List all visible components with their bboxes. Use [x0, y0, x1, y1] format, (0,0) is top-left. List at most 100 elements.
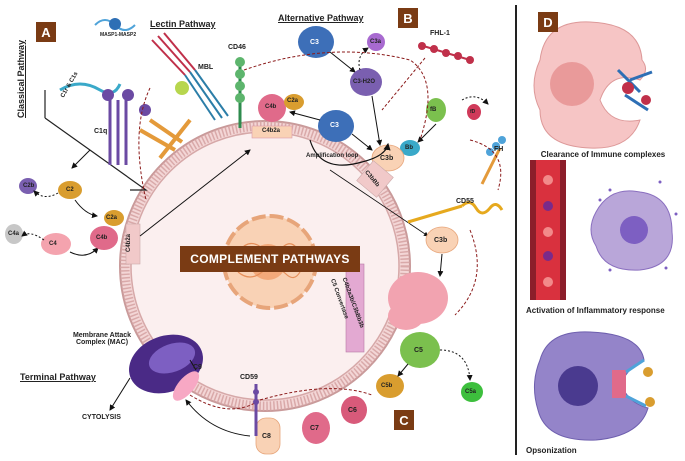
cd46-label: CD46: [228, 44, 246, 51]
c2a-top-molecule: [284, 94, 304, 110]
arrow-c3-to-c3h2o: [329, 51, 356, 73]
c4b-top-molecule: [258, 94, 286, 122]
arrow-to-mac: [185, 399, 251, 437]
fd-label: fD: [470, 109, 476, 115]
c5a-molecule: [461, 382, 483, 402]
terminal-pathway-title: Terminal Pathway: [20, 372, 96, 382]
mac-label: Membrane Attack Complex (MAC): [72, 332, 132, 346]
masp-label: MASP1-MASP2: [100, 32, 137, 38]
c5b-molecule: [376, 374, 404, 398]
arrow-c3b-to-c5conv: [437, 253, 444, 277]
fd-molecule: [467, 104, 481, 120]
badge-a: A: [36, 22, 56, 42]
c6-label: C6: [348, 407, 357, 414]
c1q-label: C1q: [94, 128, 108, 135]
arrow-fb-to-bb: [417, 123, 437, 143]
c2a-label: C2a: [106, 215, 118, 221]
arrow-c4-to-c4b: [69, 247, 99, 256]
mbl-molecule: [151, 32, 229, 121]
fhl1-label: FHL-1: [430, 30, 450, 37]
c4b-molecule: [90, 226, 118, 250]
amplification-loop-label: Amplification loop: [306, 153, 359, 159]
outcome-inflammation: Activation of Inflammatory response: [526, 306, 665, 315]
c4b2a-top-label: C4b2a: [262, 128, 281, 134]
c3h2o-label: C3-H2O: [353, 79, 376, 85]
c5b-label: C5b: [381, 383, 393, 389]
c3b-label: C3b: [380, 155, 394, 162]
c4-molecule: [41, 233, 71, 255]
mac-complex: [129, 334, 203, 401]
c3-mid-label: C3: [330, 122, 339, 129]
masp-molecule: [94, 18, 136, 31]
cd55-molecule: [407, 201, 504, 224]
c4b-label: C4b: [96, 235, 108, 241]
c9-label: C9: [193, 364, 202, 371]
inhibit-fhl1: [381, 57, 426, 111]
badge-b: B: [398, 8, 418, 28]
c2a-top-label: C2a: [287, 98, 299, 104]
badge-c: C: [394, 410, 414, 430]
cd59-molecule: [253, 384, 259, 436]
inflammation-cell: [590, 180, 678, 272]
amplification-loop: [309, 139, 391, 166]
arrow-to-c3b-right: [329, 169, 429, 237]
c2-molecule: [58, 181, 82, 199]
c1-complex: [59, 82, 192, 165]
c5a-label: C5a: [465, 389, 477, 395]
arrow-c4-to-c4a: [21, 230, 45, 241]
c3-top-label: C3: [310, 39, 319, 46]
c4b-top-label: C4b: [265, 104, 277, 110]
bb-molecule: [400, 140, 420, 156]
arrow-fd: [461, 96, 489, 105]
cytolysis-label: CYTOLYSIS: [82, 414, 121, 421]
arrow-c9: [189, 359, 197, 371]
c6-molecule: [341, 396, 367, 424]
badge-d: D: [538, 12, 558, 32]
inhibition-arc-top: [243, 51, 429, 141]
c4-label: C4: [49, 241, 57, 247]
bb-label: Bb: [405, 145, 413, 151]
fhl1-molecule: [418, 42, 474, 64]
cd46-molecule: [235, 57, 245, 128]
c3b-right-label: C3b: [434, 237, 448, 244]
c7-label: C7: [310, 425, 319, 432]
c2b-label: C2b: [23, 183, 35, 189]
opsonization-cell: [534, 331, 655, 441]
inflammation-vessel: [530, 160, 566, 300]
alternative-pathway-title: Alternative Pathway: [278, 13, 364, 23]
arrow-c3h2o-down: [371, 95, 383, 146]
c3bbb-block: [356, 160, 394, 198]
inhibition-arc-bottom2: [189, 394, 261, 410]
fh-label: FH: [494, 146, 504, 153]
c3-top-molecule: [298, 26, 334, 58]
c4b2a-top-block: [251, 125, 293, 139]
arrow-c5-to-c5a: [439, 349, 473, 381]
arrow-c2-to-c2a: [74, 199, 98, 219]
mbl-label: MBL: [198, 64, 214, 71]
inhibition-arc-right: [454, 229, 478, 316]
c4a-molecule: [5, 224, 23, 244]
lectin-pathway-title: Lectin Pathway: [150, 19, 216, 29]
fb-label: fB: [430, 107, 437, 113]
c4b2a-label: C4b2a: [126, 233, 133, 253]
arrow-to-cytolysis: [109, 377, 131, 411]
arrow-c5-to-c5b: [397, 363, 409, 377]
c8-label: C8: [262, 433, 271, 440]
diagram-title: COMPLEMENT PATHWAYS: [180, 246, 360, 272]
inhibition-arc-left: [138, 87, 151, 201]
outcome-clearance: Clearance of Immune complexes: [540, 150, 666, 159]
c4b2a-membrane-block: [125, 223, 141, 265]
immune-clearance-cell: [533, 21, 653, 149]
fh-molecule: [480, 136, 506, 185]
c3a-label: C3a: [370, 39, 382, 45]
c3b-right-molecule: [425, 226, 459, 254]
arrow-c2-to-c2b: [33, 190, 59, 197]
c3h2o-molecule: [350, 68, 382, 96]
classical-pathway-title: Classical Pathway: [16, 39, 26, 118]
cd55-label: CD55: [456, 198, 474, 205]
arrow-c3-to-c4b: [289, 110, 321, 121]
arrow-c1-to-c4: [71, 149, 91, 169]
arrow-c4b2a-to-top: [139, 149, 251, 237]
cd59-label: CD59: [240, 374, 258, 381]
